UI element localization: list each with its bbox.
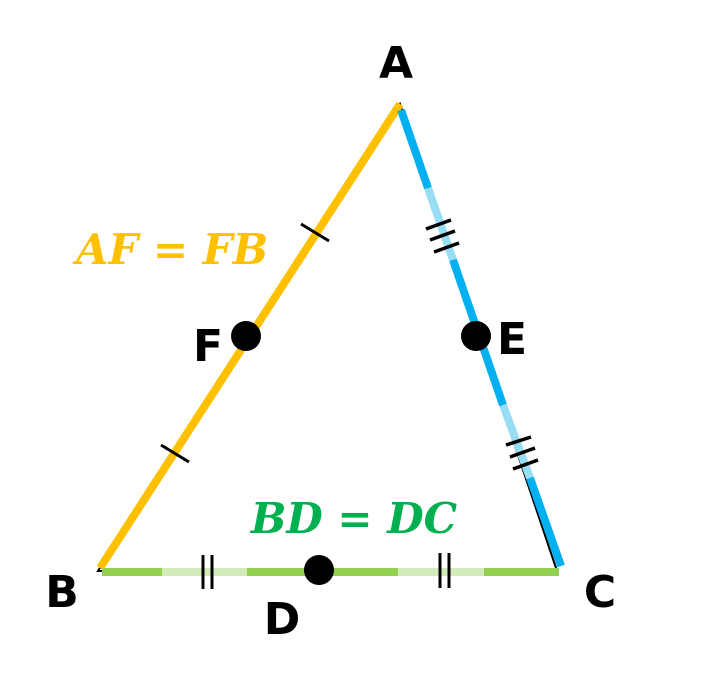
side-ac-seg5 xyxy=(526,476,565,568)
point-e-dot xyxy=(461,321,491,351)
double-tick-dc xyxy=(438,553,451,588)
label-f: F xyxy=(193,321,223,372)
triple-tick-ec xyxy=(505,435,539,471)
point-f-dot xyxy=(231,321,261,351)
label-b: B xyxy=(45,567,79,618)
tick-fb xyxy=(160,443,190,464)
label-c: C xyxy=(584,567,616,618)
tick-af xyxy=(300,222,330,243)
label-a: A xyxy=(379,38,413,89)
equation-bd-dc: BD = DC xyxy=(250,494,458,543)
label-d: D xyxy=(264,594,301,645)
double-tick-bd xyxy=(201,555,214,589)
point-d-dot xyxy=(304,555,334,585)
triple-tick-ae xyxy=(425,218,460,254)
label-e: E xyxy=(497,314,527,365)
side-ac-seg1 xyxy=(397,108,432,190)
equation-af-fb: AF = FB xyxy=(72,225,268,274)
